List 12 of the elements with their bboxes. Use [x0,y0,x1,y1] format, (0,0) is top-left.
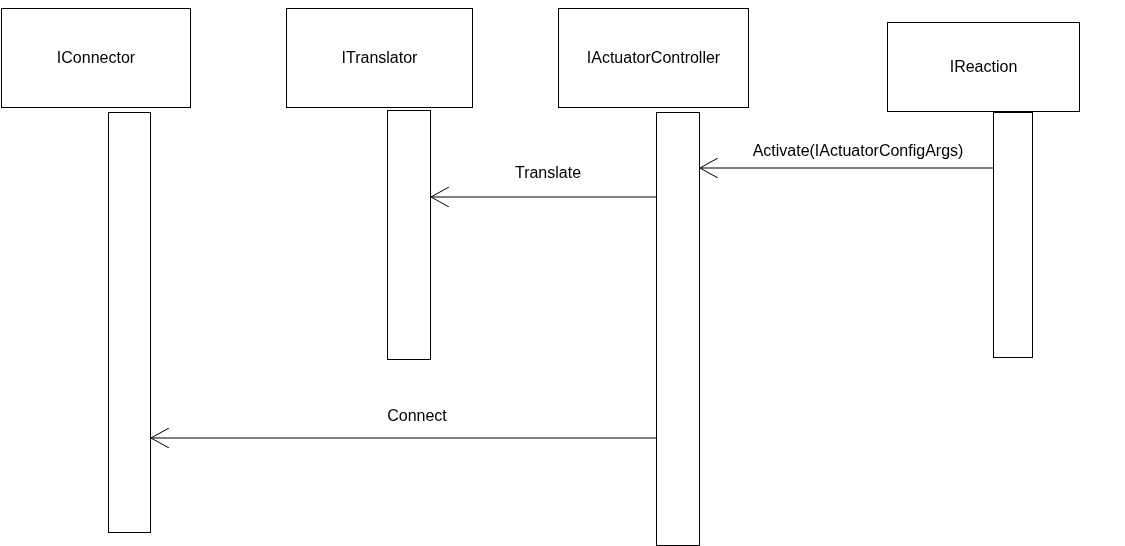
arrow [150,427,657,449]
edge-label: Activate(IActuatorConfigArgs) [752,142,964,160]
lifeline-box: ITranslator [286,8,473,108]
lifeline-box: IConnector [1,8,191,108]
lifeline-box: IActuatorController [558,8,749,108]
arrow [699,157,994,179]
arrow [430,186,657,208]
activation-bar [993,112,1033,358]
lifeline-box: IReaction [887,22,1080,112]
activation-bar [387,110,431,360]
activation-bar [656,112,700,546]
activation-bar [108,112,151,533]
